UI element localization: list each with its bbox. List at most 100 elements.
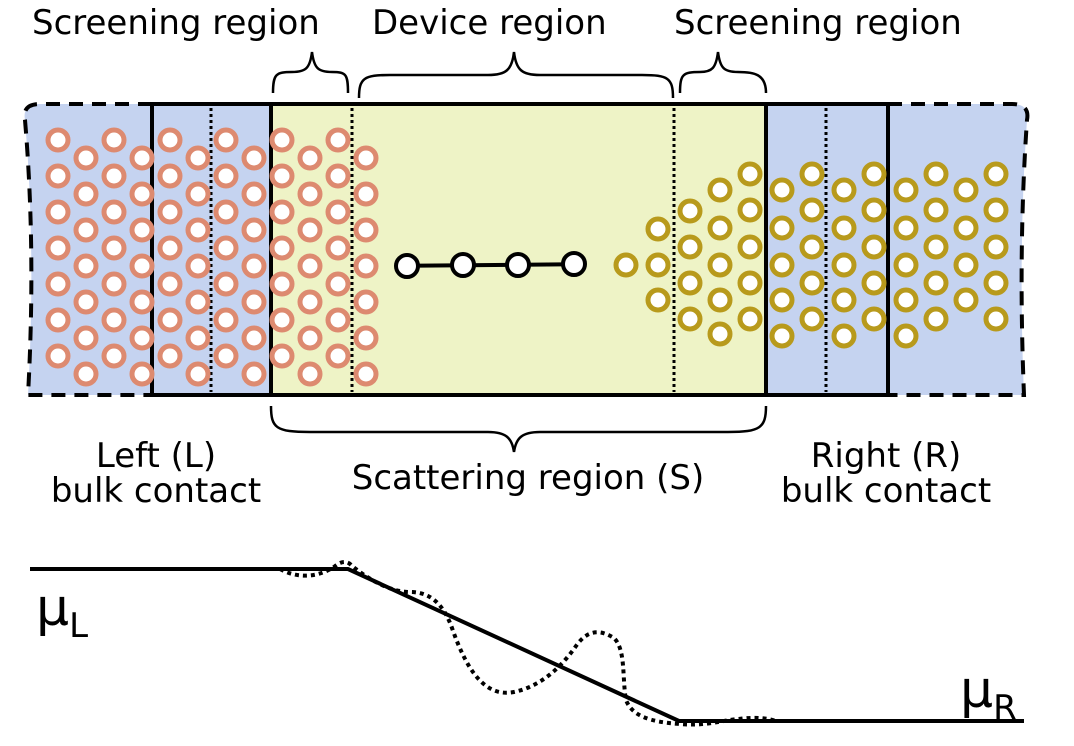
lattice-atom xyxy=(213,235,239,261)
lattice-atom xyxy=(769,177,795,203)
lattice-atom xyxy=(297,361,323,387)
lattice-atom xyxy=(983,197,1009,223)
lattice-atom xyxy=(799,234,825,260)
lattice-atom xyxy=(677,198,703,224)
lattice-atom xyxy=(645,252,671,278)
lattice-atom xyxy=(185,181,211,207)
lattice-atom xyxy=(269,199,295,225)
lattice-atom xyxy=(893,252,919,278)
lattice-atom xyxy=(861,197,887,223)
lattice-atom xyxy=(101,127,127,153)
lattice-atom xyxy=(769,252,795,278)
lattice-atom xyxy=(353,361,379,387)
lattice-atom xyxy=(353,253,379,279)
lattice-atom xyxy=(241,253,267,279)
lattice-atom xyxy=(953,287,979,313)
lattice-atom xyxy=(893,287,919,313)
scattering-region-label: Scattering region (S) xyxy=(351,458,705,498)
potential-profile-dotted xyxy=(279,560,777,727)
lattice-atom xyxy=(325,307,351,333)
lattice-atom xyxy=(297,145,323,171)
molecule-atom xyxy=(505,252,531,278)
screening-region-right-label: Screening region xyxy=(674,3,962,43)
lattice-atom xyxy=(157,163,183,189)
lattice-atom xyxy=(241,145,267,171)
right-contact-label-line1: Right (R) xyxy=(810,436,962,476)
lattice-atom xyxy=(73,289,99,315)
device-region-label: Device region xyxy=(372,3,607,43)
lattice-atom xyxy=(269,127,295,153)
lattice-atom xyxy=(213,199,239,225)
lattice-atom xyxy=(241,289,267,315)
lattice-atom xyxy=(353,325,379,351)
lattice-atom xyxy=(861,270,887,296)
lattice-atom xyxy=(893,177,919,203)
left-atom-lattice xyxy=(45,127,379,387)
lattice-atom xyxy=(157,199,183,225)
lattice-atom xyxy=(983,270,1009,296)
lattice-atom xyxy=(325,127,351,153)
lattice-atom xyxy=(831,252,857,278)
lattice-atom xyxy=(353,145,379,171)
lattice-atom xyxy=(707,177,733,203)
lattice-atom xyxy=(185,145,211,171)
lattice-atom xyxy=(157,271,183,297)
lattice-atom xyxy=(129,361,155,387)
lattice-atom xyxy=(213,307,239,333)
lattice-atom xyxy=(129,253,155,279)
lattice-atom xyxy=(73,361,99,387)
lattice-atom xyxy=(73,253,99,279)
lattice-atom xyxy=(101,343,127,369)
lattice-atom xyxy=(707,321,733,347)
lattice-atom xyxy=(73,217,99,243)
lattice-atom xyxy=(953,215,979,241)
lattice-atom xyxy=(129,289,155,315)
mu-right-subscript: R xyxy=(993,688,1017,728)
lattice-atom xyxy=(953,177,979,203)
lattice-atom xyxy=(861,306,887,332)
lattice-atom xyxy=(157,307,183,333)
lattice-atom xyxy=(101,235,127,261)
screening-left-brace xyxy=(271,51,350,94)
lattice-atom xyxy=(185,217,211,243)
lattice-atom xyxy=(101,163,127,189)
lattice-atom xyxy=(129,181,155,207)
lattice-atom xyxy=(893,323,919,349)
lattice-atom xyxy=(923,234,949,260)
lattice-atom xyxy=(269,271,295,297)
lattice-atom xyxy=(45,343,71,369)
molecule-atom xyxy=(450,252,476,278)
potential-profile-solid xyxy=(30,567,1024,723)
lattice-atom xyxy=(45,163,71,189)
lattice-atom xyxy=(737,197,763,223)
molecule-atom xyxy=(394,253,420,279)
mu-right-label: μR xyxy=(960,664,1017,725)
lattice-atom xyxy=(325,343,351,369)
lattice-atom xyxy=(185,361,211,387)
molecule-chain xyxy=(394,251,587,279)
central-frame xyxy=(150,102,890,397)
lattice-atom xyxy=(707,287,733,313)
lattice-atom xyxy=(923,306,949,332)
lattice-atom xyxy=(983,234,1009,260)
lattice-atom xyxy=(831,215,857,241)
lattice-atom xyxy=(737,161,763,187)
lattice-atom xyxy=(769,323,795,349)
lattice-atom xyxy=(831,177,857,203)
lattice-atom xyxy=(677,306,703,332)
lattice-atom xyxy=(213,343,239,369)
lattice-atom xyxy=(893,215,919,241)
lattice-atom xyxy=(325,235,351,261)
left-contact-label-line2: bulk contact xyxy=(50,471,262,511)
lattice-atom xyxy=(101,199,127,225)
lattice-atom xyxy=(269,163,295,189)
left-contact-dashed-border xyxy=(22,102,152,397)
lattice-atom xyxy=(953,252,979,278)
lattice-atom xyxy=(157,127,183,153)
mu-left-label: μL xyxy=(36,582,88,643)
lattice-atom xyxy=(613,252,639,278)
lattice-atom xyxy=(769,287,795,313)
lattice-atom xyxy=(325,163,351,189)
lattice-atom xyxy=(45,127,71,153)
molecule-atom xyxy=(561,251,587,277)
